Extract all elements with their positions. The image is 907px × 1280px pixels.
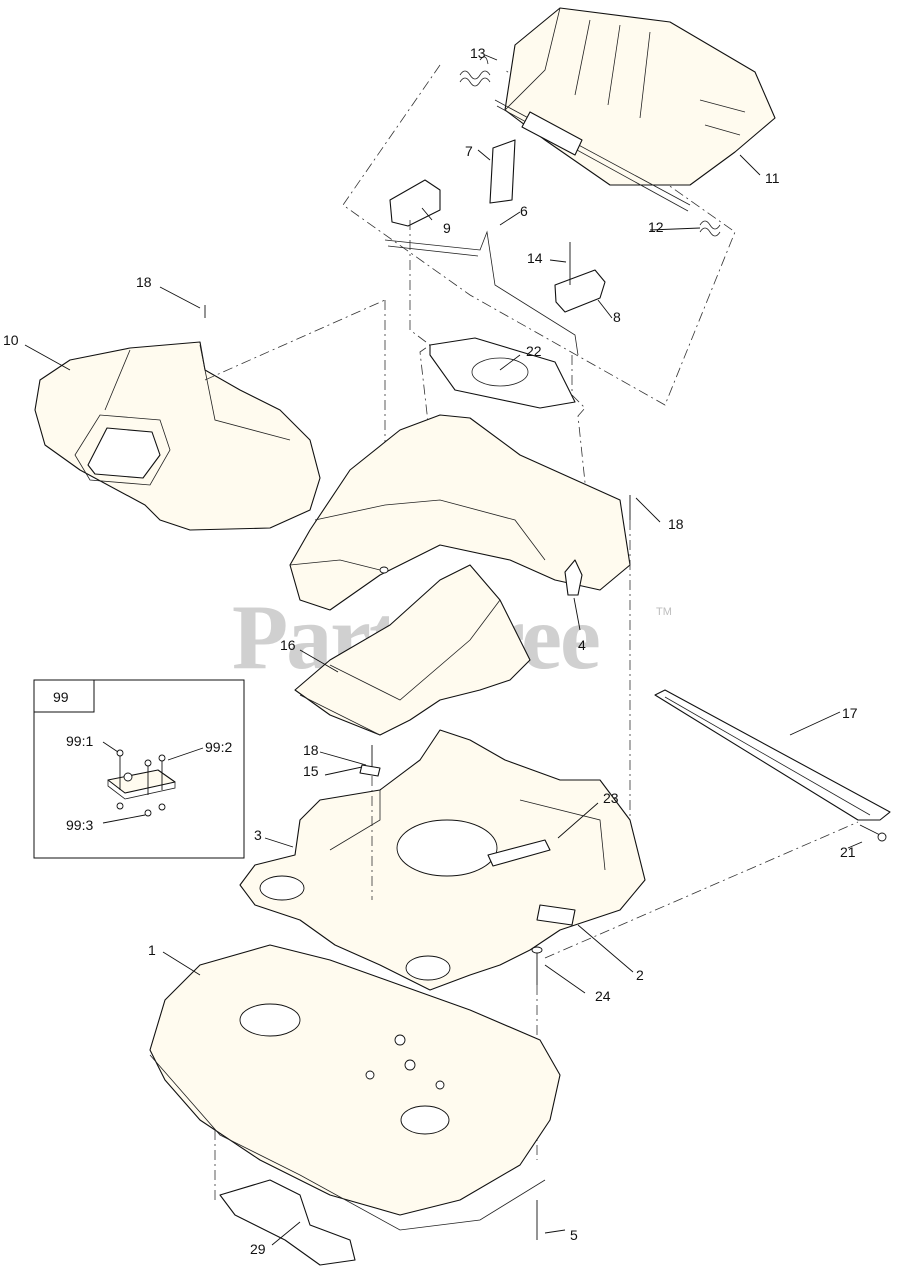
callout-1: 1 bbox=[148, 942, 156, 958]
callout-16: 16 bbox=[280, 637, 296, 653]
part-11-seat bbox=[494, 7, 776, 212]
callout-14: 14 bbox=[527, 250, 543, 266]
part-10-console-cover bbox=[34, 341, 321, 531]
part-1-bottom-plate bbox=[149, 944, 561, 1231]
callout-10: 10 bbox=[3, 332, 19, 348]
part-12-spring bbox=[699, 220, 721, 237]
callout-17: 17 bbox=[842, 705, 858, 721]
part-6-rod bbox=[384, 230, 579, 356]
inset-callout-99-2: 99:2 bbox=[205, 739, 232, 755]
callout-13: 13 bbox=[470, 45, 486, 61]
inset-label: 99 bbox=[53, 689, 69, 705]
part-3-lower-frame bbox=[239, 729, 646, 991]
part-9-bracket bbox=[389, 179, 441, 227]
part-23-label bbox=[487, 839, 551, 867]
part-22-decal bbox=[471, 357, 529, 387]
connector-right bbox=[571, 355, 591, 531]
part-2-decal bbox=[536, 904, 576, 926]
callout-12: 12 bbox=[648, 219, 664, 235]
leader-lines bbox=[24, 54, 863, 1246]
part-13-spring bbox=[459, 56, 491, 87]
part-7-pad bbox=[489, 139, 516, 204]
callout-15: 15 bbox=[303, 763, 319, 779]
part-15-bracket bbox=[359, 764, 381, 777]
inset-callout-99-3: 99:3 bbox=[66, 817, 93, 833]
callout-6: 6 bbox=[520, 203, 528, 219]
callout-8: 8 bbox=[613, 309, 621, 325]
callout-21: 21 bbox=[840, 844, 856, 860]
part-16-tunnel bbox=[294, 564, 531, 736]
part-17-strip bbox=[654, 689, 891, 821]
callout-22: 22 bbox=[526, 343, 542, 359]
callout-4: 4 bbox=[578, 637, 586, 653]
main-body-panel bbox=[289, 414, 631, 611]
inset-99: 99 99:1 99:2 99:3 bbox=[33, 679, 245, 859]
part-8-bracket bbox=[554, 269, 606, 313]
callout-23: 23 bbox=[603, 790, 619, 806]
connector-left bbox=[409, 220, 431, 441]
callout-2: 2 bbox=[636, 967, 644, 983]
callout-18-center: 18 bbox=[303, 742, 319, 758]
connector-console bbox=[204, 299, 386, 381]
part-24-bolt bbox=[531, 946, 543, 985]
part-22-shield bbox=[429, 337, 576, 409]
callout-7: 7 bbox=[465, 143, 473, 159]
upper-assembly-frame bbox=[342, 64, 736, 406]
inset-callout-99-1: 99:1 bbox=[66, 733, 93, 749]
part-4-knob bbox=[564, 559, 583, 596]
callout-18-right: 18 bbox=[668, 516, 684, 532]
callout-29: 29 bbox=[250, 1241, 266, 1257]
watermark-tm: TM bbox=[656, 606, 672, 618]
part-29-lower-cover bbox=[219, 1179, 356, 1266]
callout-9: 9 bbox=[443, 220, 451, 236]
callout-18-top: 18 bbox=[136, 274, 152, 290]
callout-11: 11 bbox=[765, 170, 780, 186]
part-21-screw bbox=[859, 824, 887, 842]
callout-5: 5 bbox=[570, 1227, 578, 1243]
connector-strip-17 bbox=[544, 821, 859, 959]
callout-24: 24 bbox=[595, 988, 611, 1004]
callout-3: 3 bbox=[254, 827, 262, 843]
